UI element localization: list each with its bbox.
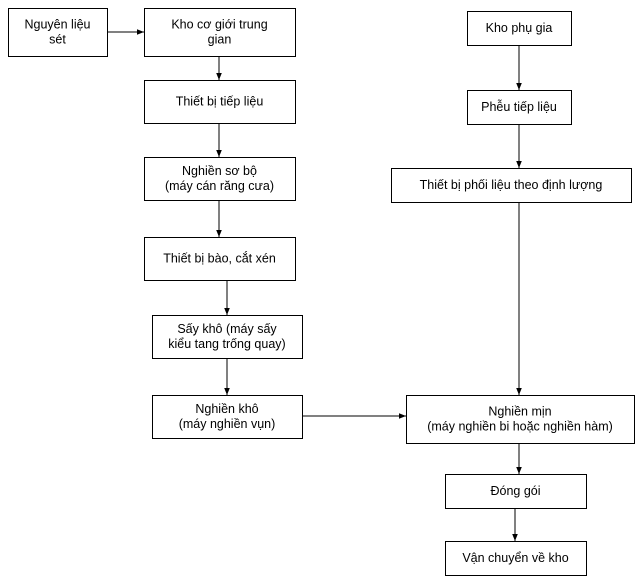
- node-box: [144, 157, 296, 201]
- node-box: [391, 168, 632, 203]
- node-transport: Vận chuyển về kho: [445, 541, 587, 576]
- node-label-line: Sấy khô (máy sấy: [177, 322, 277, 336]
- node-box: [152, 395, 303, 439]
- edges-layer: [107, 29, 522, 541]
- node-pre-crush: Nghiền sơ bộ(máy cán răng cưa): [144, 157, 296, 201]
- node-box: [445, 474, 587, 509]
- node-label-line: Thiết bị phối liệu theo định lượng: [420, 178, 603, 192]
- node-label-line: Phễu tiếp liệu: [481, 99, 557, 114]
- node-label-line: (máy nghiền bi hoặc nghiền hàm): [427, 420, 613, 434]
- node-label-line: Vận chuyển về kho: [462, 551, 568, 565]
- node-label-line: Kho phụ gia: [486, 21, 553, 35]
- node-label-line: Nguyên liệu: [24, 18, 90, 32]
- node-dosing: Thiết bị phối liệu theo định lượng: [391, 168, 632, 203]
- node-box: [445, 541, 587, 576]
- node-box: [467, 90, 572, 125]
- node-label-line: sét: [49, 33, 66, 47]
- node-label-line: Kho cơ giới trung: [171, 18, 267, 32]
- node-label-line: Thiết bị bào, cắt xén: [163, 251, 276, 266]
- node-label-line: (máy nghiền vụn): [179, 417, 276, 431]
- node-packing: Đóng gói: [445, 474, 587, 509]
- node-label-line: gian: [208, 33, 232, 47]
- node-label-line: Thiết bị tiếp liệu: [176, 95, 264, 109]
- node-box: [144, 8, 296, 57]
- node-feeder: Thiết bị tiếp liệu: [144, 80, 296, 124]
- node-fine-grind: Nghiền mịn(máy nghiền bi hoặc nghiền hàm…: [406, 395, 635, 444]
- node-label-line: kiểu tang trống quay): [168, 337, 285, 351]
- node-box: [8, 8, 108, 57]
- node-dry-grind: Nghiền khô(máy nghiền vụn): [152, 395, 303, 439]
- node-hopper: Phễu tiếp liệu: [467, 90, 572, 125]
- node-label-line: (máy cán răng cưa): [165, 179, 274, 193]
- node-box: [152, 315, 303, 359]
- node-box: [144, 237, 296, 281]
- node-label-line: Nghiền khô: [195, 402, 258, 416]
- node-planer: Thiết bị bào, cắt xén: [144, 237, 296, 281]
- node-box: [406, 395, 635, 444]
- node-label-line: Nghiền sơ bộ: [182, 164, 257, 178]
- node-box: [467, 11, 572, 46]
- node-label-line: Nghiền mịn: [488, 405, 551, 419]
- node-box: [144, 80, 296, 124]
- node-additive-store: Kho phụ gia: [467, 11, 572, 46]
- node-label-line: Đóng gói: [490, 484, 540, 498]
